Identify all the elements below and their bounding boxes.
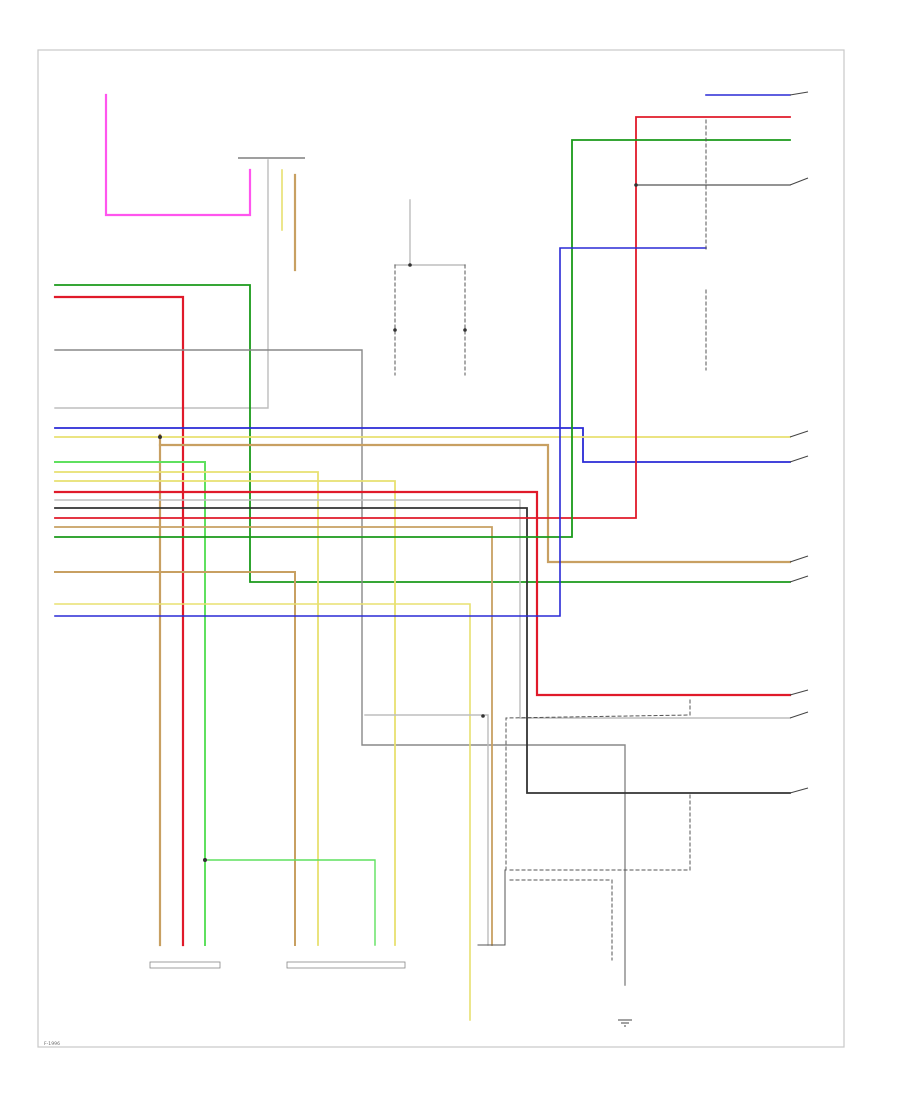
wire-white-lower	[54, 603, 471, 1021]
switch-red-lower	[789, 689, 809, 696]
wire-red-top-right	[54, 116, 791, 519]
wire-green-top-right	[54, 139, 791, 538]
wire-yellow-3	[54, 480, 396, 946]
wire-blue-lower	[54, 247, 707, 617]
switch-green	[789, 575, 809, 583]
wire-dash-lower-right-2	[509, 879, 613, 961]
wire-white-splice	[394, 199, 466, 266]
wire-pink	[104, 93, 252, 217]
switch-blue	[789, 91, 809, 96]
wire-light-green-bridge	[204, 859, 376, 946]
wire-ground	[477, 869, 506, 946]
wire-brown-right	[158, 443, 792, 564]
wire-grey-main	[54, 349, 626, 986]
wire-white-bottom	[364, 714, 489, 946]
wire-brown-lower	[54, 571, 296, 946]
wire-blue-main	[54, 427, 791, 463]
diagram-border	[37, 49, 845, 1048]
switch-brown	[789, 555, 809, 563]
switch-black-lower	[789, 787, 809, 794]
wire-light-green	[54, 461, 206, 946]
switch-white-lower	[789, 711, 809, 719]
connector-bottom-left	[149, 961, 221, 969]
wire-dash-s	[505, 699, 691, 871]
wire-red-right	[53, 490, 792, 697]
switch-top	[789, 177, 809, 186]
wire-tan-down	[54, 526, 493, 946]
corner-label: F-1996	[44, 1041, 60, 1047]
wire-yellow-2	[54, 471, 319, 946]
wire-black-h	[54, 507, 791, 794]
wire-white-h1	[54, 499, 791, 719]
ground-symbol	[618, 1019, 632, 1027]
connector-bottom-mid	[286, 961, 406, 969]
wire-dash-lower-right	[509, 794, 691, 871]
junction-dots	[158, 183, 638, 862]
switch-blue-2	[789, 455, 809, 463]
text-layer: F-1996	[44, 1041, 60, 1047]
wire-red-main	[53, 295, 185, 947]
components-layer	[149, 91, 809, 1027]
wire-white-vertical	[54, 159, 269, 409]
wires-layer	[53, 93, 792, 1021]
switch-yellow	[789, 430, 809, 438]
